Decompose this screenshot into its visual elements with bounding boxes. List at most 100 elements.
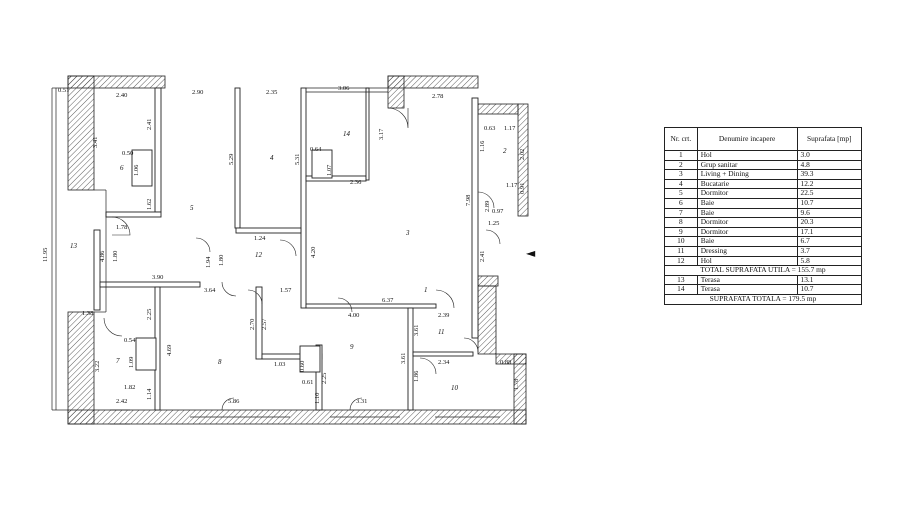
- dimension-label: 2.39: [438, 312, 449, 319]
- wall-bottom: [67, 409, 527, 425]
- room-number-14: 14: [343, 130, 351, 138]
- row-nr: 6: [664, 197, 698, 209]
- dimension-label: 0.64: [310, 146, 322, 153]
- terrace-14-edge: [306, 87, 388, 93]
- dimension-label: 1.82: [124, 384, 135, 391]
- dimension-label: 1.25: [488, 220, 499, 227]
- room-number-10: 10: [451, 384, 459, 392]
- dimension-label: 2.36: [350, 179, 362, 186]
- wall-3-9: [305, 303, 437, 309]
- row-name: Hol: [696, 150, 798, 161]
- dimension-label: 1.07: [326, 164, 333, 176]
- dimension-label: 1.17: [506, 182, 518, 189]
- interior-walls: [93, 87, 479, 411]
- row-name: Baie: [696, 236, 798, 247]
- shaft-14: [311, 149, 333, 179]
- entrance-arrow-icon: ◄: [526, 246, 536, 260]
- dimension-label: 2.70: [249, 319, 256, 330]
- dimension-label: 4.69: [166, 345, 173, 356]
- window-marks: [110, 409, 500, 425]
- wall-11-10: [412, 351, 474, 357]
- dimension-label: 2.41: [479, 251, 486, 262]
- terrace-13-railing: [51, 87, 107, 411]
- wall-3-right: [471, 97, 479, 339]
- row-area: 39.3: [796, 169, 863, 180]
- dimension-label: 2.34: [438, 359, 450, 366]
- wall-left-upper: [67, 75, 95, 191]
- dimension-label: 1.17: [504, 125, 516, 132]
- dimension-label: 1.94: [205, 256, 212, 268]
- room-number-13: 13: [70, 242, 78, 250]
- dimension-label: 1.57: [280, 287, 292, 294]
- dimension-label: 1.24: [254, 235, 266, 242]
- total-row: SUPRAFATA TOTALA = 179.5 mp: [664, 293, 862, 305]
- dimension-label: 6.37: [382, 297, 394, 304]
- row-area: 10.7: [796, 197, 863, 209]
- wall-wc-right: [517, 103, 529, 217]
- dimension-label: 0.88: [500, 359, 511, 366]
- dimension-label: 0.61: [302, 379, 313, 386]
- dimension-label: 0.54: [124, 337, 136, 344]
- room-numbers: 1 2 3 4 5 6 7 8 9 10 11 12 13 14: [70, 130, 507, 392]
- door-swings: [103, 107, 501, 411]
- dimension-label: 1.09: [128, 357, 135, 368]
- wall-14-right: [365, 87, 370, 181]
- dimension-label: 0.91: [519, 183, 526, 194]
- dimension-label: 2.41: [146, 119, 153, 130]
- wall-left-lower: [67, 311, 95, 425]
- dimension-label: 3.90: [152, 274, 163, 281]
- wall-8-9-lower: [315, 344, 323, 411]
- dimension-labels: 0.51 2.40 2.90 2.35 3.06 2.78 3.41 2.41 …: [42, 85, 526, 405]
- room-number-3: 3: [405, 229, 410, 237]
- row-name: Terasa: [696, 284, 798, 295]
- room-number-7: 7: [116, 357, 120, 365]
- dimension-label: 1.10: [314, 393, 321, 404]
- wall-top-right-corner: [387, 75, 405, 109]
- dimension-label: 0.50: [122, 150, 133, 157]
- dimension-label: 5.31: [294, 154, 301, 165]
- room-number-11: 11: [438, 328, 444, 336]
- dimension-label: 1.78: [513, 379, 520, 390]
- row-name: Living + Dining: [696, 169, 798, 180]
- exterior-walls: [67, 75, 529, 425]
- dimension-label: 1.06: [133, 164, 140, 176]
- row-name: Dressing: [696, 245, 798, 257]
- dimension-label: 0.51: [58, 87, 69, 94]
- dimension-label: 1.80: [218, 255, 225, 266]
- row-nr: 10: [664, 236, 698, 247]
- row-area: 3.7: [796, 245, 863, 257]
- wall-4-5: [234, 87, 241, 229]
- dimension-label: 0.63: [484, 125, 495, 132]
- dimension-label: 2.78: [432, 93, 443, 100]
- rooms-area-table: Nr. crt. Denumire incapere Suprafata [mp…: [664, 127, 863, 305]
- dimension-label: 1.16: [479, 140, 486, 152]
- total-area: SUPRAFATA TOTALA = 179.5 mp: [664, 293, 862, 305]
- row-name: Dormitor: [696, 217, 798, 228]
- wall-3-4: [300, 87, 307, 309]
- dimension-label: 3.17: [378, 128, 385, 140]
- dimension-label: 4.00: [348, 312, 359, 319]
- dimension-label: 1.86: [413, 370, 420, 382]
- dimension-label: 2.42: [116, 398, 127, 405]
- row-area: 3.0: [796, 150, 863, 161]
- dimension-label: 1.03: [274, 361, 285, 368]
- row-nr: 12: [664, 255, 698, 267]
- row-area: 20.3: [796, 217, 863, 228]
- dimension-label: 3.64: [204, 287, 216, 294]
- dimension-label: 1.62: [146, 199, 153, 210]
- shaft-6: [131, 149, 153, 187]
- room-number-5: 5: [190, 204, 194, 212]
- wall-5-6: [154, 87, 162, 213]
- dimension-label: 2.02: [519, 149, 526, 160]
- shaft-9: [299, 345, 321, 373]
- dimension-label: 3.06: [338, 85, 350, 92]
- dimension-label: 7.98: [465, 195, 472, 206]
